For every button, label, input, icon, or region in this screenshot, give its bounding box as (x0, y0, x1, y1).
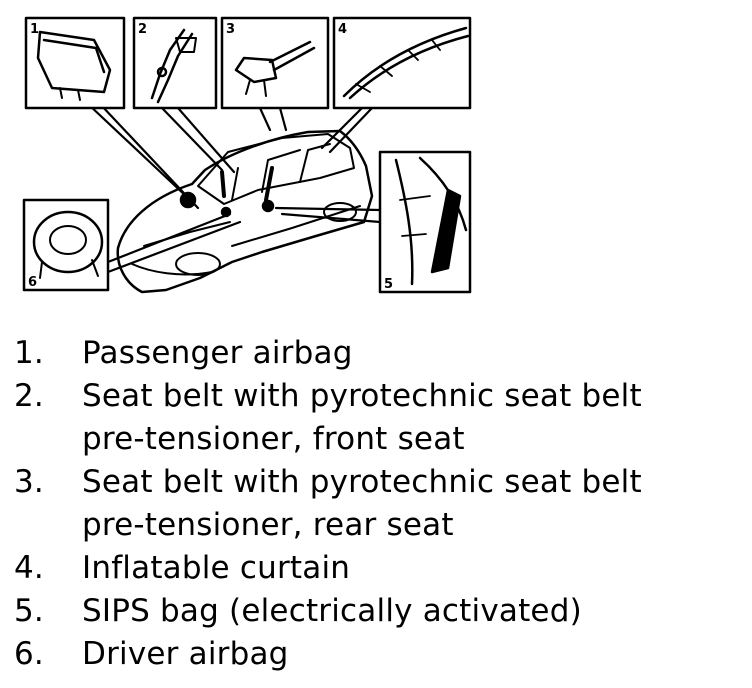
panel-6-driver-airbag (22, 198, 110, 292)
panel-2-front-seat-belt-pretensioner (132, 16, 218, 110)
panel-label-3: 3 (226, 22, 235, 37)
leader-lines (86, 102, 382, 274)
panel-5-sips-bag (378, 150, 472, 294)
legend-text: Inflatable curtain (82, 550, 351, 586)
legend-item: 6. Driver airbag (0, 633, 752, 676)
legend-number: 2. (14, 378, 44, 414)
panel-3-rear-seat-belt-pretensioner (220, 16, 330, 110)
panel-label-4: 4 (338, 22, 347, 37)
legend-item: 4. Inflatable curtain (0, 547, 752, 590)
panel-label-1: 1 (30, 22, 39, 37)
legend-number: 3. (14, 464, 44, 500)
legend-number: 6. (14, 636, 44, 672)
legend-item: 2. Seat belt with pyrotechnic seat belt (0, 375, 752, 418)
component-legend: 1. Passenger airbag 2. Seat belt with py… (0, 332, 752, 676)
panel-1-passenger-airbag (24, 16, 126, 110)
legend-text: Seat belt with pyrotechnic seat belt (82, 378, 642, 414)
legend-text: Passenger airbag (82, 335, 353, 371)
airbag-locations-diagram: 1 2 3 4 5 6 (22, 16, 472, 294)
legend-number: 5. (14, 593, 44, 629)
legend-item: 5. SIPS bag (electrically activated) (0, 590, 752, 633)
legend-text: Driver airbag (82, 636, 289, 672)
panel-label-2: 2 (138, 22, 147, 37)
panel-label-5: 5 (384, 277, 393, 292)
legend-number: 4. (14, 550, 44, 586)
panel-4-inflatable-curtain (332, 16, 472, 110)
legend-text: pre-tensioner, rear seat (82, 507, 454, 543)
legend-text: SIPS bag (electrically activated) (82, 593, 582, 629)
legend-item: 3. Seat belt with pyrotechnic seat belt (0, 461, 752, 504)
legend-number: 1. (14, 335, 44, 371)
panel-label-6: 6 (28, 275, 37, 290)
legend-item-continuation: pre-tensioner, rear seat (0, 504, 752, 547)
legend-text: Seat belt with pyrotechnic seat belt (82, 464, 642, 500)
car-illustration (116, 129, 374, 294)
legend-text: pre-tensioner, front seat (82, 421, 465, 457)
legend-item: 1. Passenger airbag (0, 332, 752, 375)
legend-item-continuation: pre-tensioner, front seat (0, 418, 752, 461)
